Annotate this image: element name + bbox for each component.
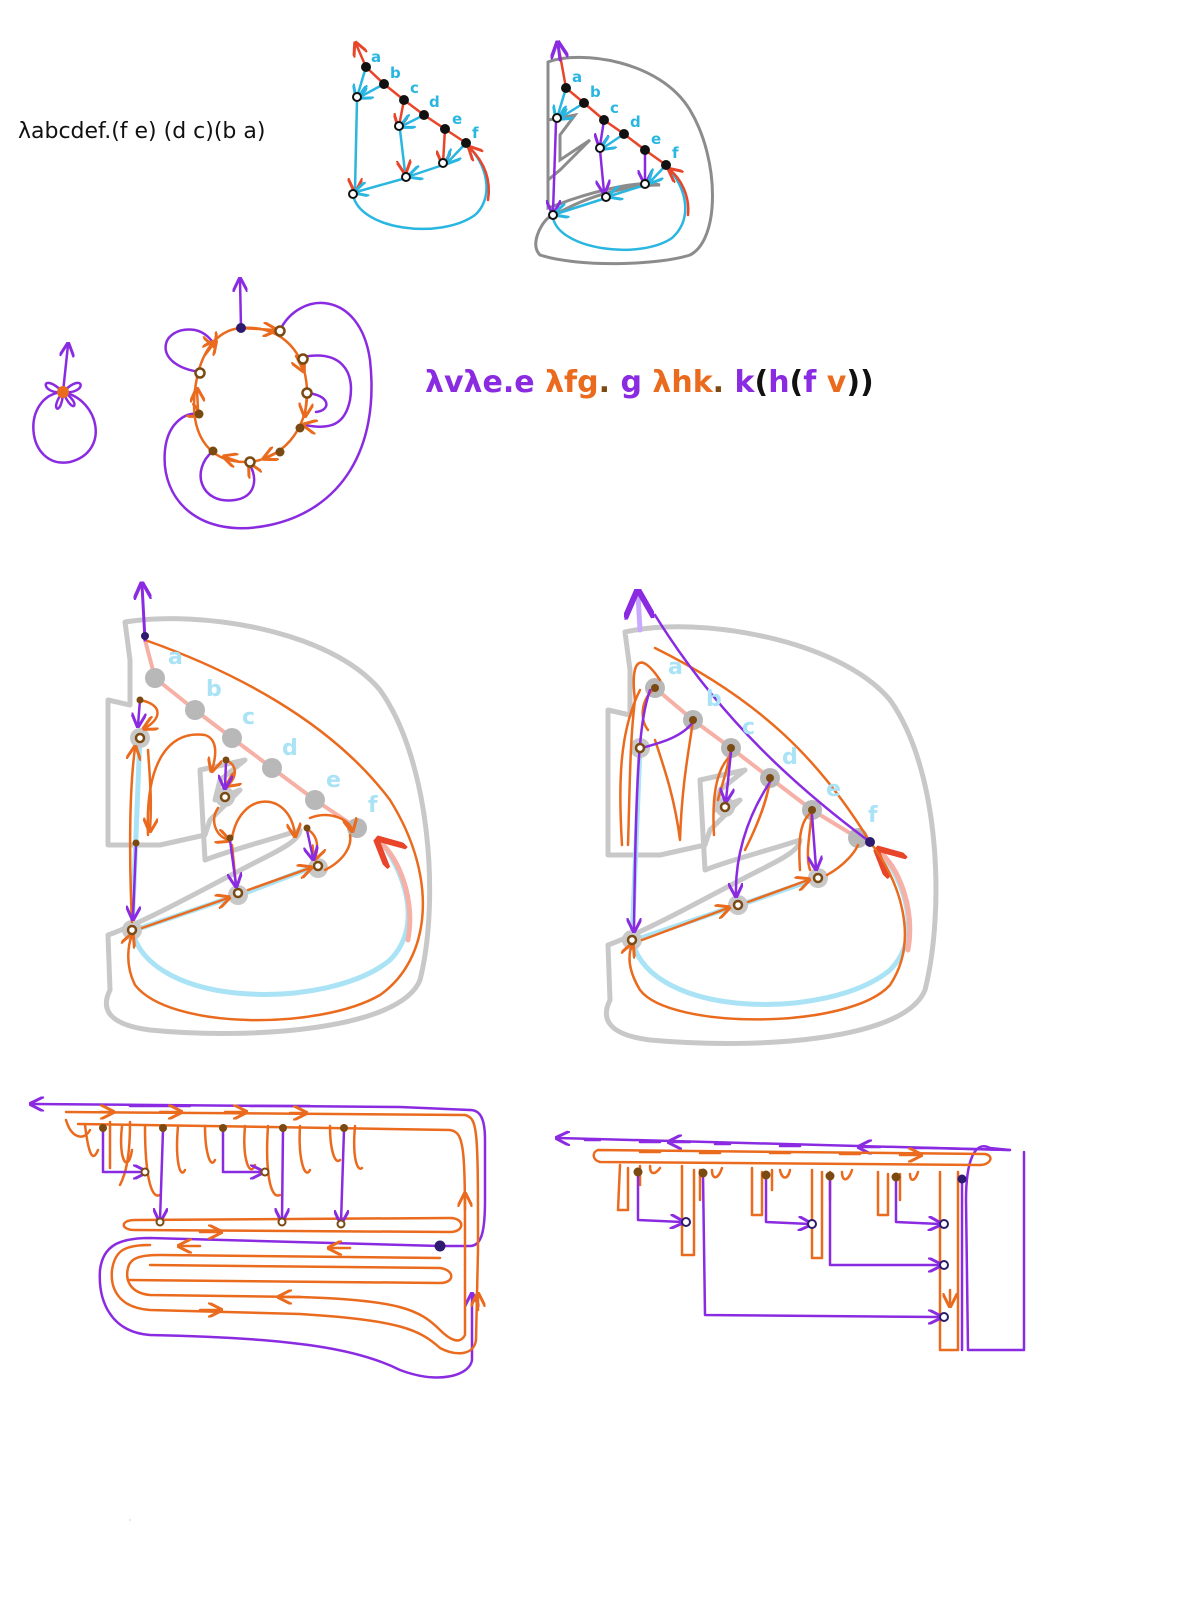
formula-part: v xyxy=(827,365,847,400)
formula-part: ( xyxy=(754,365,768,400)
formula-part: λfg xyxy=(535,365,599,400)
label-e: e xyxy=(452,110,462,128)
ribbon-diagram-left xyxy=(32,1104,487,1521)
label-d: d xyxy=(429,93,440,111)
formula-part: k xyxy=(735,365,756,400)
large-map-right xyxy=(603,595,939,1046)
formula-part: . xyxy=(599,365,621,400)
formula-part: ( xyxy=(790,365,804,400)
formula-part: h xyxy=(768,365,789,400)
flower-diagram xyxy=(32,345,97,464)
large-map-left xyxy=(103,585,433,1036)
label-f-2: f xyxy=(672,144,679,162)
label-d-2: d xyxy=(630,113,641,131)
label-a: a xyxy=(371,48,381,66)
label-a-3: a xyxy=(168,645,183,670)
label-a-2: a xyxy=(572,68,582,86)
large-map-left-labels: a b c d e f xyxy=(168,645,378,818)
formula-abcdef: λabcdef.(f e) (d c)(b a) xyxy=(18,119,265,144)
label-b-4: b xyxy=(706,687,722,712)
label-e-3: e xyxy=(326,768,341,793)
map-1-variable-labels: a b c d e f xyxy=(371,48,479,142)
formula-part: f xyxy=(803,365,827,400)
label-c-2: c xyxy=(610,99,619,117)
map-diagram-small-1 xyxy=(349,44,491,231)
large-map-right-labels: a b c d e f xyxy=(668,655,878,828)
label-c-3: c xyxy=(242,705,255,730)
formula-part: λhk xyxy=(642,365,714,400)
formula-part: . xyxy=(713,365,735,400)
label-d-4: d xyxy=(782,745,798,770)
formula-part: )) xyxy=(846,365,873,400)
formula-lambda-term: λvλe.e λfg. g λhk. k(h(f v)) xyxy=(425,365,874,400)
map-diagram-small-2 xyxy=(534,44,714,266)
label-c: c xyxy=(410,79,419,97)
label-f: f xyxy=(472,124,479,142)
staircase-diagram-right xyxy=(558,1138,1026,1352)
label-d-3: d xyxy=(282,736,298,761)
label-f-4: f xyxy=(868,803,878,828)
label-e-4: e xyxy=(826,777,841,802)
label-f-3: f xyxy=(368,793,378,818)
label-e-2: e xyxy=(651,130,661,148)
label-b-2: b xyxy=(590,83,601,101)
label-c-4: c xyxy=(742,715,755,740)
map-2-variable-labels: a b c d e f xyxy=(572,68,679,162)
formula-part: λvλe.e xyxy=(425,365,535,400)
label-b: b xyxy=(390,64,401,82)
ring-diagram xyxy=(163,280,373,530)
label-a-4: a xyxy=(668,655,683,680)
label-b-3: b xyxy=(206,677,222,702)
formula-part: g xyxy=(620,365,641,400)
